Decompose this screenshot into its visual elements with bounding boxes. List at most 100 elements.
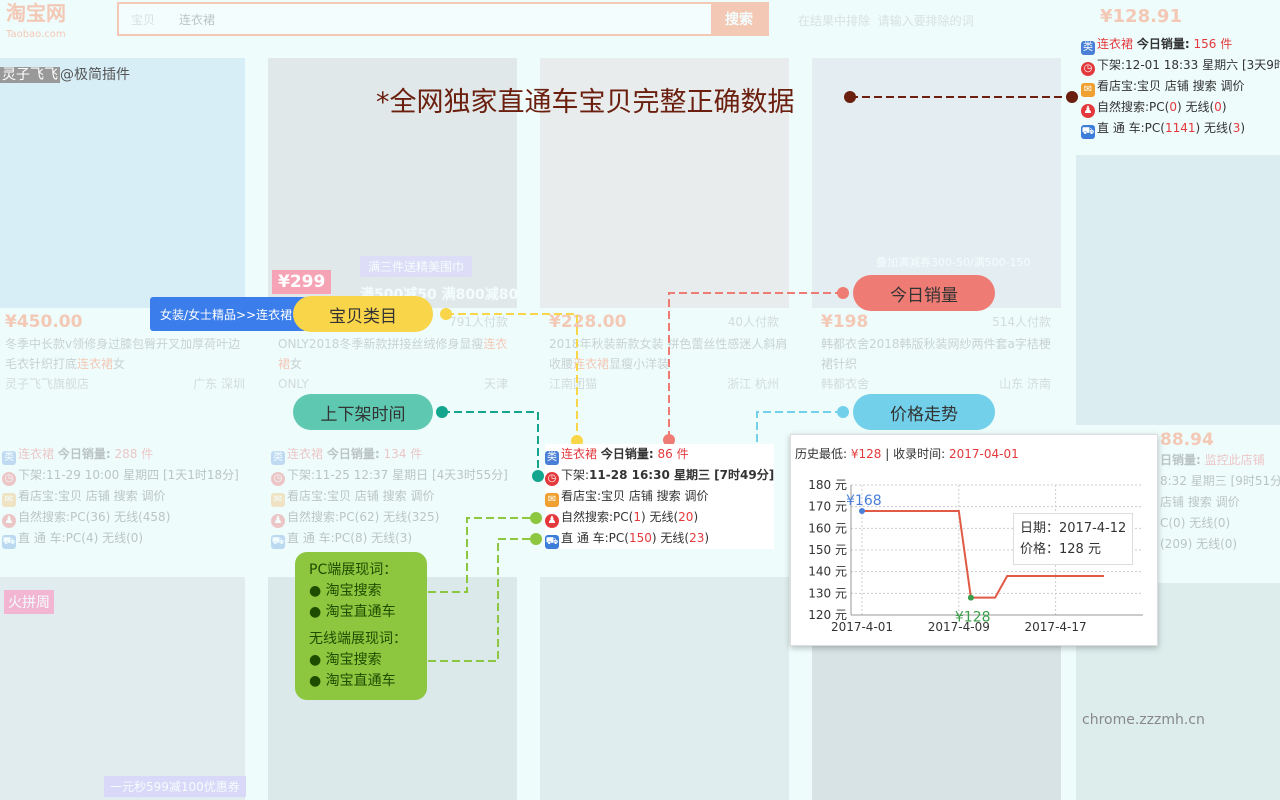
buyer-count: 514人付款 [992,315,1051,329]
product-image[interactable] [540,58,789,308]
taobao-logo[interactable]: 淘宝网 Taobao.com [6,2,66,46]
exclude-filter[interactable]: 在结果中排除 请输入要排除的词 [798,12,974,29]
buyer-count: 791人付款 [449,315,508,329]
search-person-icon: ♟ [1081,104,1095,118]
promo-banner: 叠加满减券300-50/满500-150 [876,256,1031,269]
connector-dot [663,434,675,446]
data-point [859,508,865,514]
connector-dot [436,406,448,418]
product-title[interactable]: 2018年秋装新款女装 拼色蕾丝性感迷人斜肩收腰连衣裙显瘦小洋装 [549,337,788,371]
x-tick-label: 2017-4-17 [1025,620,1087,634]
category-icon: 类 [2,451,16,465]
connector-mobile [428,538,536,662]
promo-banner: 一元秒599减100优惠券 [104,776,246,797]
clock-icon: ◷ [271,472,285,486]
max-price-label: ¥168 [846,493,882,509]
shop-link[interactable]: 江南团猫 [549,377,598,391]
plugin-info-center: 类连衣裙 今日销量: 86 件 ◷下架:11-28 16:30 星期三 [7时4… [545,444,775,549]
product-price: ¥450.00 [5,312,83,332]
car-icon: ⛟ [2,535,16,549]
promo-tag: 火拼周 [4,590,54,614]
tooltip-date: 日期：2017-4-12 [1020,521,1127,536]
headline: *全网独家直通车宝贝完整正确数据 [376,87,795,118]
location: 浙江 杭州 [727,377,779,391]
price-line [862,510,1104,599]
logo-sub: Taobao.com [6,29,66,40]
y-tick-label: 130 元 [808,586,847,600]
chart-tooltip: 日期：2017-4-12 价格：128 元 [1013,513,1134,565]
data-point [967,594,974,601]
chart-header: 历史最低: ¥128 | 收录时间: 2017-04-01 [795,447,1019,461]
pc-keyword: ● 淘宝搜索 [309,583,382,599]
shop-link[interactable]: 灵子飞飞旗舰店 [5,377,90,391]
product-title[interactable]: 冬季中长款v领修身过膝包臀开叉加厚荷叶边毛衣针织打底连衣裙女 [5,337,241,371]
location: 天津 [483,377,508,391]
car-icon: ⛟ [1081,125,1095,139]
location: 广东 深圳 [193,377,245,391]
shop-link[interactable]: ONLY [278,377,309,391]
exclude-label: 在结果中排除 [798,14,871,28]
callout-price-trend: 价格走势 [853,394,995,430]
connector-dot [837,406,849,418]
y-tick-label: 120 元 [808,608,847,622]
y-tick-label: 160 元 [808,521,847,535]
category-icon: 类 [545,451,559,465]
product-meta: 灵子飞飞旗舰店 广东 深圳 [5,374,245,394]
product-image[interactable] [0,577,245,800]
connector-shelf [442,411,539,476]
connector-category [446,313,578,440]
connector-dot [440,308,452,320]
connector-dot [837,287,849,299]
search-person-icon: ♟ [271,514,285,528]
mail-icon: ✉ [545,493,559,507]
min-price-label: ¥128 [955,610,991,626]
watermark: chrome.zzzmh.cn [1082,712,1205,728]
shop-link[interactable]: 韩都衣舍 [821,377,870,391]
product-image[interactable] [540,577,789,800]
clock-icon: ◷ [2,472,16,486]
product-image[interactable] [268,58,517,308]
plugin-info: 类连衣裙 今日销量: 288 件 ◷下架:11-29 10:00 星期四 [1天… [2,447,239,549]
category-icon: 类 [271,451,285,465]
pc-keyword: ● 淘宝直通车 [309,604,396,620]
plugin-credit: 灵子飞飞@极简插件 [0,67,130,83]
tools-links[interactable]: 看店宝:宝贝 店铺 搜索 调价 [561,489,709,503]
mobile-keyword: ● 淘宝直通车 [309,673,396,689]
callout-shelf-time: 上下架时间 [293,394,433,430]
buyer-count: 40人付款 [727,315,779,329]
plugin-info: 类连衣裙 今日销量: 134 件 ◷下架:11-25 12:37 星期日 [4天… [271,447,508,549]
search-input[interactable]: 连衣裙 [179,12,216,27]
x-tick-label: 2017-4-01 [831,620,893,634]
product-image[interactable] [812,646,1061,800]
connector-dot [532,470,544,482]
connector-pc [428,517,536,593]
mobile-keyword: ● 淘宝搜索 [309,652,382,668]
connector-dot [530,533,542,545]
connector-sales [668,292,843,440]
product-price: ¥228.00 [549,312,627,332]
plugin-info-right: 类连衣裙 今日销量: 156 件 ◷下架:12-01 18:33 星期六 [3天… [1081,37,1280,139]
search-bar[interactable]: 宝贝 连衣裙 搜索 [117,2,769,36]
callout-category: 宝贝类目 [293,296,433,332]
clock-icon: ◷ [1081,62,1095,76]
exclude-input[interactable]: 请输入要排除的词 [877,14,974,28]
product-title[interactable]: 韩都衣舍2018韩版秋装网纱两件套a字桔梗裙针织 [821,337,1051,371]
keywords-box: PC端展现词： ● 淘宝搜索 ● 淘宝直通车 无线端展现词： ● 淘宝搜索 ● … [295,552,427,700]
product-image[interactable] [0,58,245,308]
product-card: ¥450.00 冬季中长款v领修身过膝包臀开叉加厚荷叶边毛衣针织打底连衣裙女 灵… [5,312,245,394]
search-button[interactable]: 搜索 [711,4,767,34]
sales-count: 86 件 [657,447,689,461]
category-link[interactable]: 连衣裙 [561,447,598,461]
callout-today-sales: 今日销量 [853,275,995,311]
tooltip-price: 价格：128 元 [1020,542,1101,557]
product-image[interactable] [1076,155,1280,425]
search-category[interactable]: 宝贝 [131,12,156,27]
y-tick-label: 140 元 [808,565,847,579]
category-path: 女装/女士精品>>连衣裙 [150,297,310,331]
y-tick-label: 170 元 [808,500,847,514]
product-title[interactable]: ONLY2018冬季新款拼接丝绒修身显瘦连衣裙女 [278,337,508,371]
logo-text: 淘宝网 [6,1,66,25]
product-price: ¥198 [821,312,869,332]
